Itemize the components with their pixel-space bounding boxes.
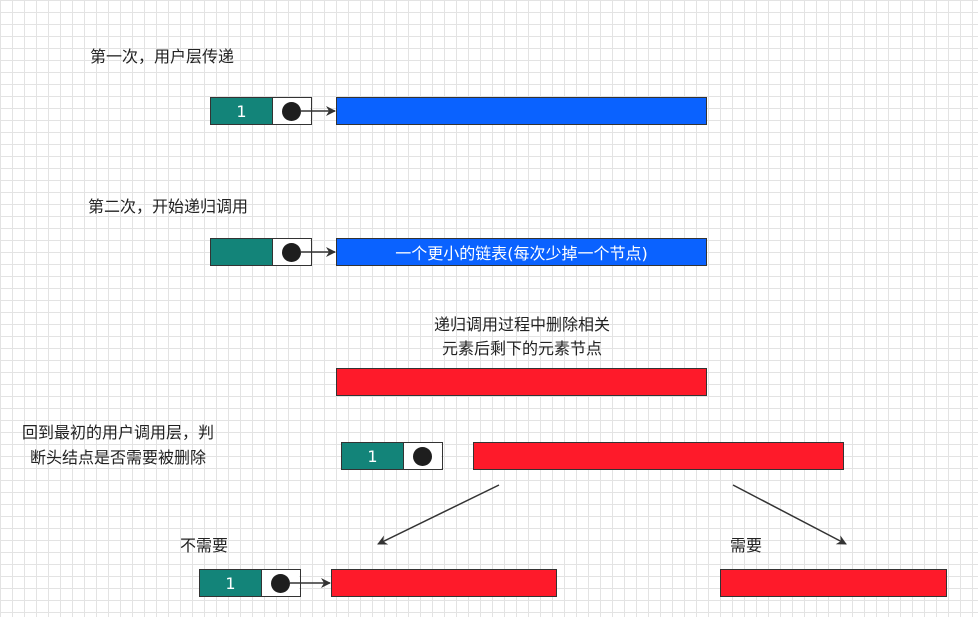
head-node-second xyxy=(210,238,312,266)
needed-label: 需要 xyxy=(730,536,763,555)
node-pointer xyxy=(404,443,441,469)
node-pointer xyxy=(262,570,299,596)
back-to-top-label-line2: 断头结点是否需要被删除 xyxy=(30,448,207,467)
pointer-dot-icon xyxy=(271,573,290,593)
back-to-top-label-line1: 回到最初的用户调用层，判 xyxy=(22,423,215,442)
result-list-kept xyxy=(331,569,557,597)
head-node-kept: 1 xyxy=(199,569,301,597)
list-bar-first xyxy=(336,97,707,125)
node-value: 1 xyxy=(200,570,262,596)
remaining-list-bar-back xyxy=(473,442,844,470)
result-list-deleted xyxy=(720,569,947,597)
pointer-dot-icon xyxy=(282,101,301,121)
recursion-result-label-line1: 递归调用过程中删除相关 xyxy=(433,315,610,334)
smaller-list-label: 一个更小的链表(每次少掉一个节点) xyxy=(395,244,648,263)
pointer-dot-icon xyxy=(282,242,301,262)
branch-arrow-not-needed xyxy=(377,484,500,545)
head-node-first: 1 xyxy=(210,97,312,125)
head-node-back: 1 xyxy=(341,442,443,470)
remaining-list-bar xyxy=(336,368,707,396)
first-call-label: 第一次，用户层传递 xyxy=(90,47,235,66)
smaller-list-bar: 一个更小的链表(每次少掉一个节点) xyxy=(336,238,707,266)
node-pointer xyxy=(273,98,310,124)
node-value xyxy=(211,239,273,265)
pointer-dot-icon xyxy=(413,446,432,466)
second-call-label: 第二次，开始递归调用 xyxy=(88,197,249,216)
recursion-result-label-line2: 元素后剩下的元素节点 xyxy=(441,339,602,358)
node-pointer xyxy=(273,239,310,265)
node-value: 1 xyxy=(211,98,273,124)
not-needed-label: 不需要 xyxy=(180,536,229,555)
node-value: 1 xyxy=(342,443,404,469)
